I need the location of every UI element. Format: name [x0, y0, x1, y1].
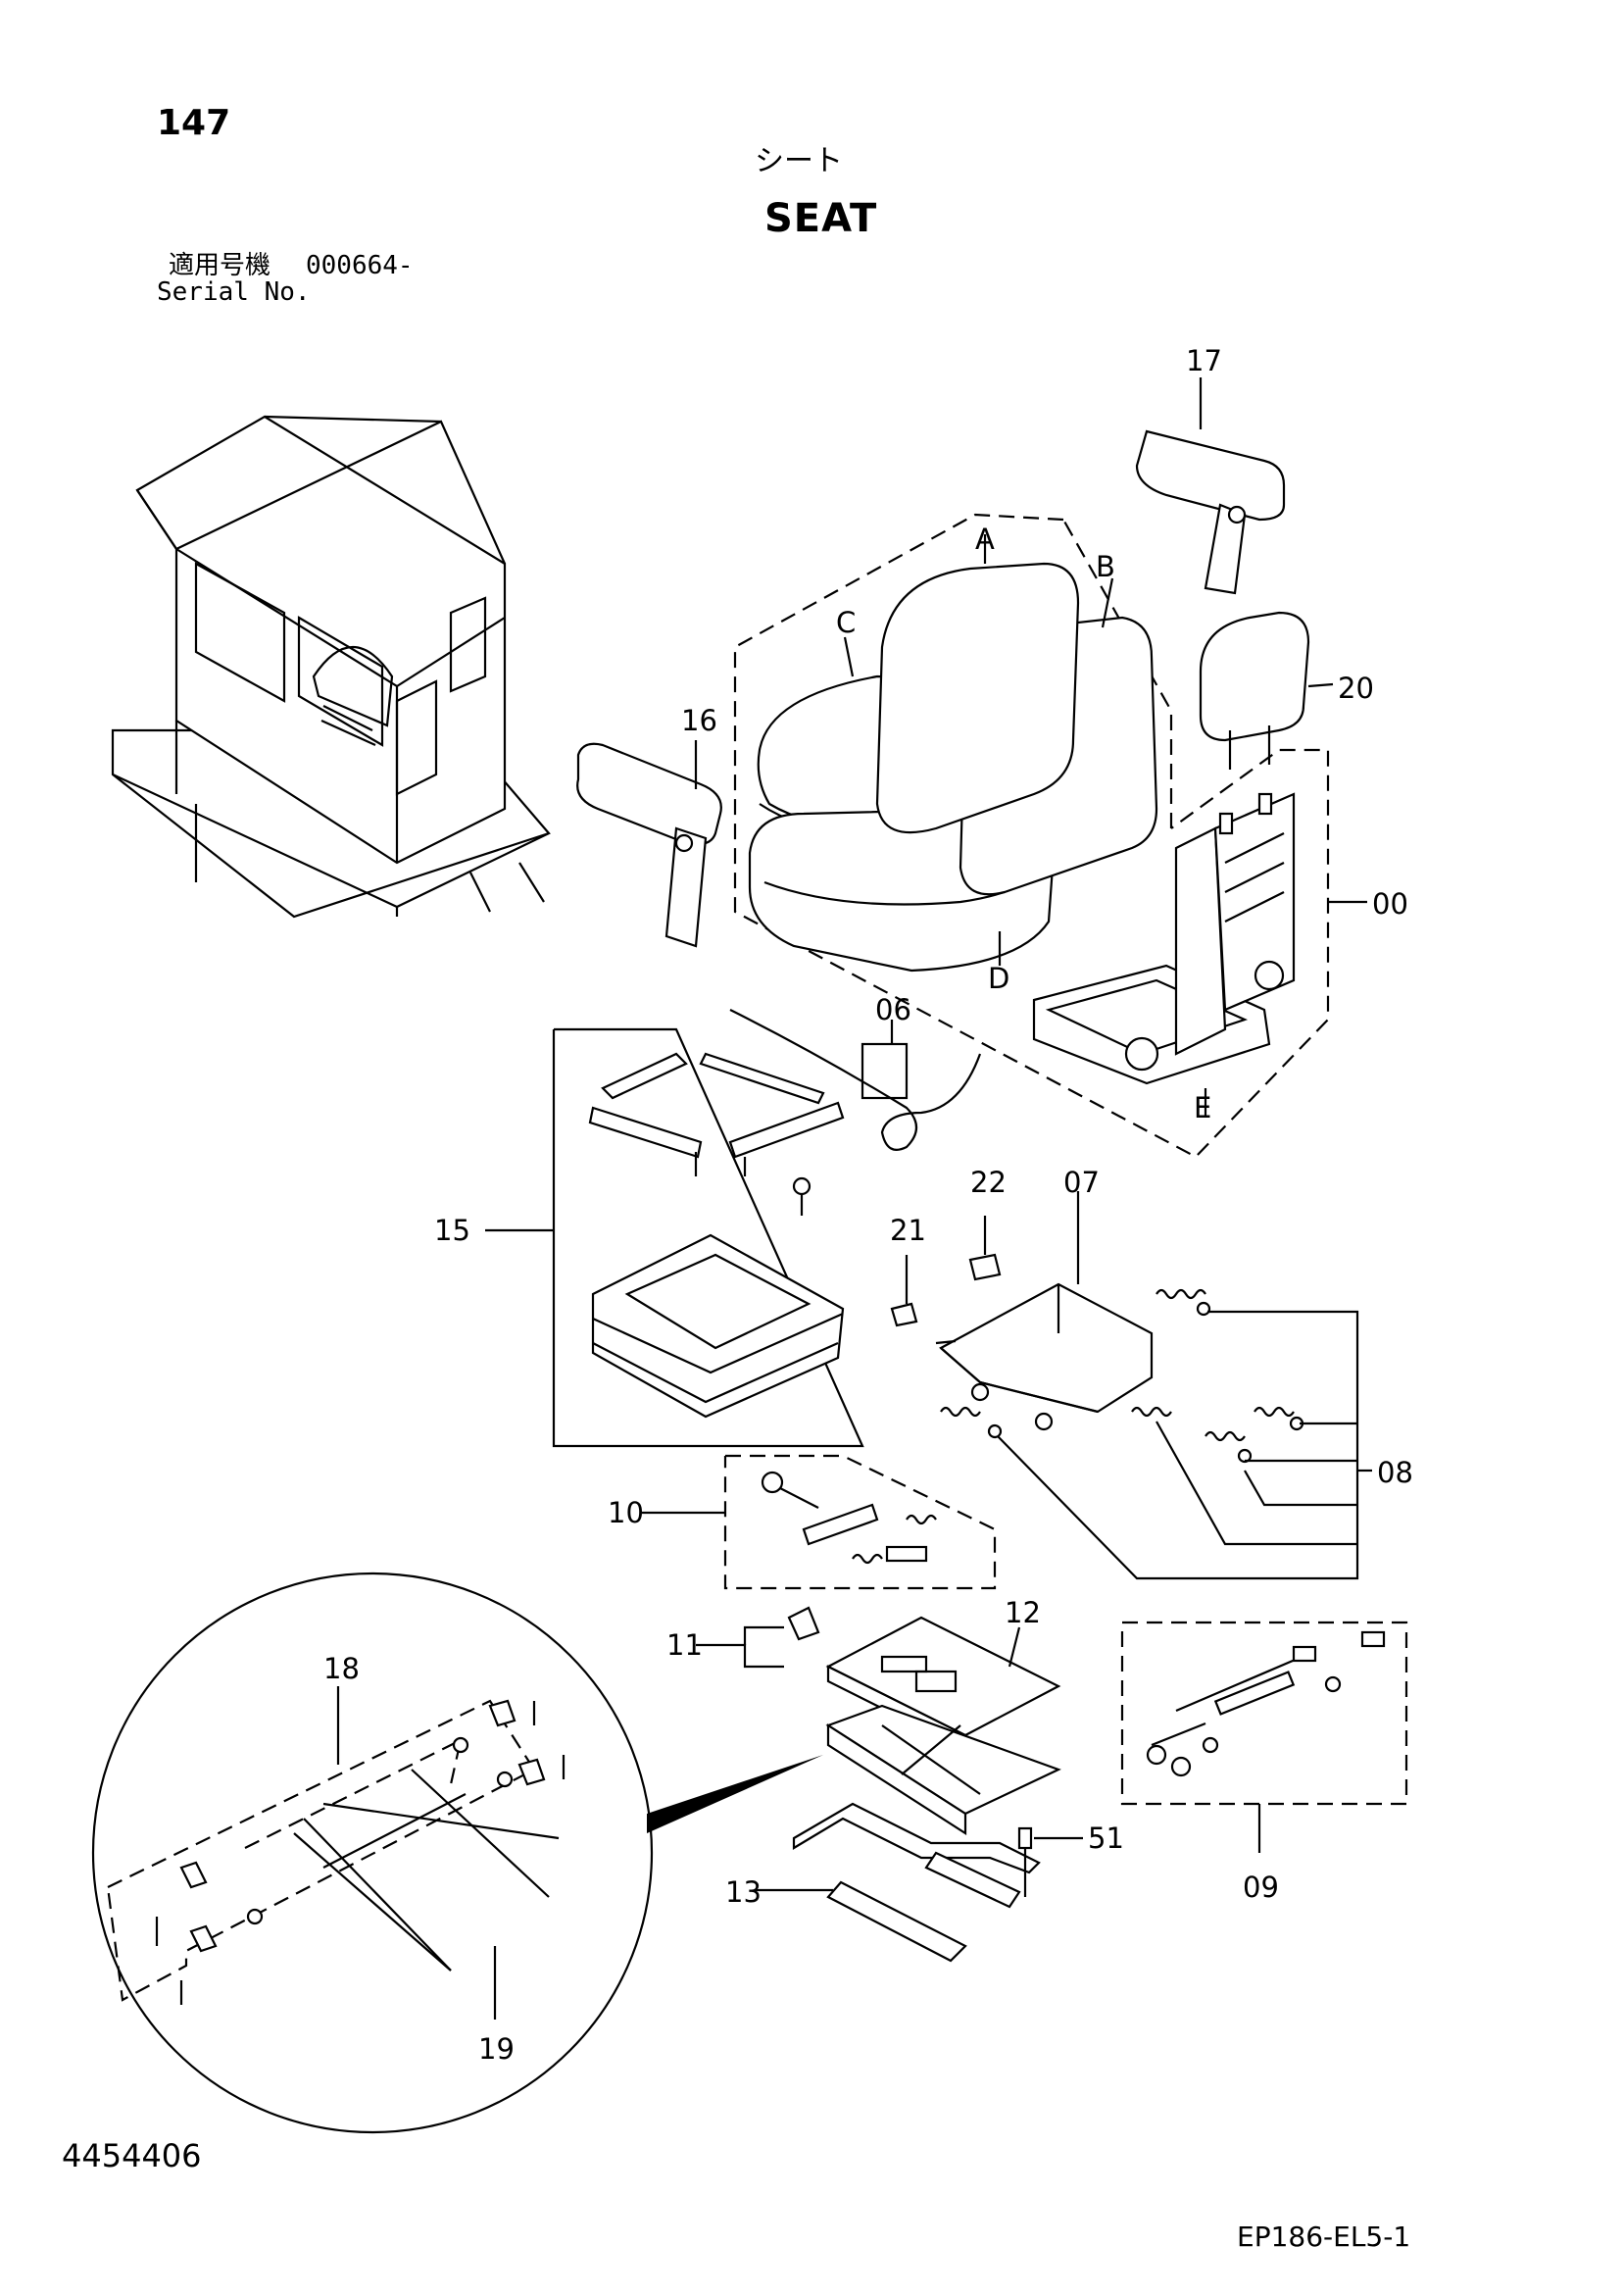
cab-overview-drawing	[111, 415, 551, 919]
callout-07: 07	[1063, 1166, 1100, 1199]
armrest-right	[1135, 377, 1286, 595]
spring-set	[940, 1288, 1372, 1580]
callout-00: 00	[1372, 887, 1408, 921]
slide-rail-group	[485, 1027, 864, 1448]
cable-assembly	[729, 1009, 982, 1151]
armrest-left	[576, 740, 722, 948]
callout-b: B	[1096, 550, 1115, 583]
serial-label-english: Serial No.	[157, 277, 311, 307]
seat-assembly-group	[733, 513, 1330, 1159]
height-adjust-base	[696, 1606, 1061, 1836]
callout-a: A	[975, 523, 995, 556]
title-japanese: シート	[755, 144, 843, 178]
callout-51: 51	[1088, 1822, 1124, 1855]
callout-20: 20	[1338, 672, 1374, 705]
callout-10: 10	[608, 1496, 644, 1529]
callout-13: 13	[725, 1875, 762, 1909]
adjuster-group	[642, 1454, 997, 1590]
callout-09: 09	[1243, 1871, 1279, 1904]
shock-absorber-group	[1120, 1621, 1408, 1853]
document-id: 4454406	[62, 2137, 202, 2174]
suspension-mechanism	[935, 1191, 1154, 1431]
serial-number-value: 000664-	[306, 251, 414, 280]
callout-d: D	[988, 962, 1009, 995]
callout-e: E	[1194, 1091, 1211, 1124]
figure-code: EP186-EL5-1	[1237, 2221, 1411, 2253]
callout-18: 18	[323, 1652, 360, 1685]
lever-handle	[755, 1802, 1083, 1963]
callout-12: 12	[1005, 1596, 1041, 1629]
serial-label-japanese: 適用号機	[169, 251, 271, 280]
small-block-parts	[890, 1216, 1002, 1327]
callout-08: 08	[1377, 1456, 1413, 1489]
callout-17: 17	[1186, 344, 1222, 377]
callout-c: C	[836, 606, 856, 639]
callout-11: 11	[666, 1628, 703, 1662]
title-english: SEAT	[764, 196, 878, 241]
callout-15: 15	[434, 1214, 470, 1247]
callout-19: 19	[478, 2032, 515, 2066]
callout-16: 16	[681, 704, 717, 737]
page-number: 147	[157, 103, 231, 143]
callout-labels: 17 A B C D E 16 20 00 06 15 22 07 21 08 …	[323, 344, 1413, 2066]
callout-22: 22	[970, 1166, 1007, 1199]
callout-06: 06	[875, 993, 911, 1026]
callout-21: 21	[890, 1214, 926, 1247]
headrest	[1199, 611, 1334, 770]
detail-inset	[91, 1572, 823, 2134]
